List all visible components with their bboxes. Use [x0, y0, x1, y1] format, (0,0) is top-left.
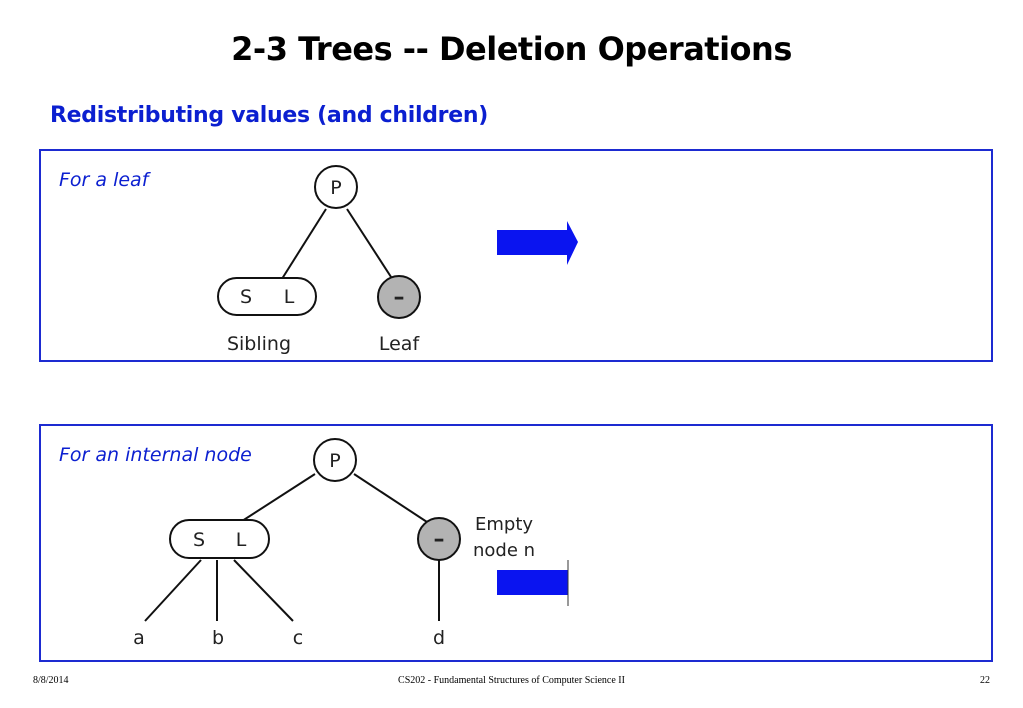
leaf-case-diagram: P S L – Sibling Leaf [217, 165, 578, 355]
leaf-node [377, 275, 421, 319]
right-arrow-icon [497, 221, 578, 265]
edge-parent-sibling [238, 473, 316, 524]
sibling-caption: Sibling [227, 333, 291, 355]
sibling-value-s: S [240, 286, 252, 308]
edge-parent-sibling [279, 208, 327, 283]
sibling-node [169, 519, 270, 559]
leaf-case-label: For a leaf [59, 169, 149, 191]
right-arrow-icon [497, 560, 569, 606]
empty-node [417, 517, 461, 561]
child-d-label: d [433, 627, 445, 649]
footer-date: 8/8/2014 [33, 675, 69, 686]
internal-case-label: For an internal node [59, 444, 252, 466]
empty-node-label: – [434, 527, 445, 552]
empty-node-caption-line1: Empty [475, 514, 533, 535]
leaf-case-panel: For a leaf P S L – Sibling Leaf [39, 149, 993, 362]
edge-parent-leaf [346, 208, 394, 281]
parent-node [313, 438, 357, 482]
leaf-caption: Leaf [379, 333, 421, 355]
sibling-node [217, 277, 317, 316]
parent-node [314, 165, 358, 209]
footer-page-number: 22 [980, 675, 990, 686]
child-c-label: c [293, 627, 303, 649]
sibling-value-s: S [193, 529, 205, 551]
child-b-label: b [212, 627, 224, 649]
child-a-label: a [133, 627, 145, 649]
internal-case-panel: For an internal node P S L – Empty node … [39, 424, 993, 662]
edge-sibling-c [233, 559, 294, 622]
slide-subtitle: Redistributing values (and children) [50, 103, 488, 128]
parent-node-label: P [330, 177, 341, 199]
empty-node-caption-line2: node n [473, 540, 535, 561]
slide-title: 2-3 Trees -- Deletion Operations [231, 30, 792, 68]
footer-course: CS202 - Fundamental Structures of Comput… [398, 675, 625, 686]
sibling-value-l: L [236, 529, 247, 551]
sibling-value-l: L [284, 286, 295, 308]
edge-parent-empty [353, 473, 428, 523]
edge-sibling-a [144, 559, 202, 622]
leaf-node-label: – [394, 285, 405, 310]
parent-node-label: P [329, 450, 340, 472]
internal-case-diagram: P S L – Empty node n a b c d [133, 438, 569, 649]
